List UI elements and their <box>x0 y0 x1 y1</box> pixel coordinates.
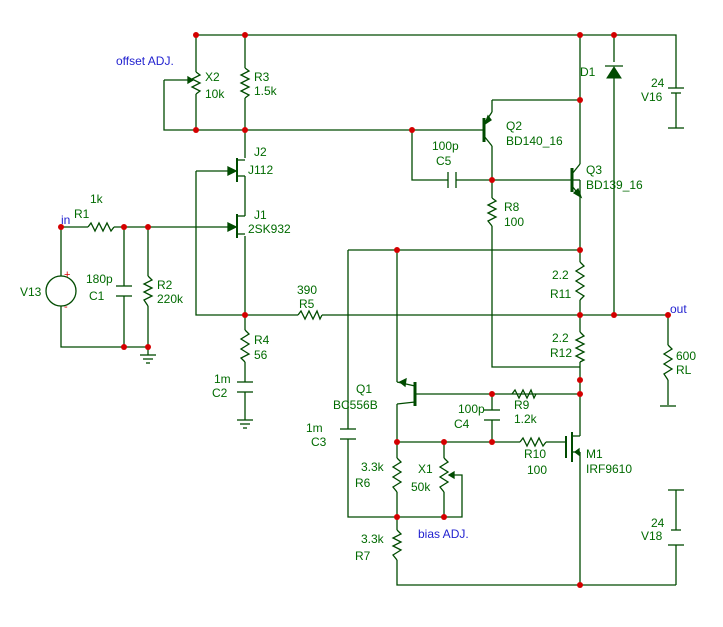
C4-ref: C4 <box>454 417 470 431</box>
M1-ref: M1 <box>586 447 603 461</box>
resistor-R7 <box>391 529 403 561</box>
R2-ref: R2 <box>157 278 173 292</box>
R1-ref: R1 <box>74 207 90 221</box>
R2-value: 220k <box>157 292 184 306</box>
wires <box>60 34 677 586</box>
R1-value: 1k <box>90 192 104 206</box>
C5-value: 100p <box>432 139 459 153</box>
resistor-R8 <box>486 197 498 227</box>
R6-ref: R6 <box>355 476 371 490</box>
V18-ref: V18 <box>641 529 663 543</box>
C3-ref: C3 <box>311 435 327 449</box>
capacitor-C4 <box>484 409 500 421</box>
X1-value: 50k <box>411 480 431 494</box>
battery-V16 <box>668 80 684 129</box>
R9-ref: R9 <box>514 398 530 412</box>
J1-value: 2SK932 <box>248 222 291 236</box>
ground-symbol <box>140 354 156 364</box>
transistor-Q2 <box>482 100 493 147</box>
offset-adj-label: offset ADJ. <box>116 54 174 68</box>
R9-value: 1.2k <box>514 412 538 426</box>
plus-sign: + <box>64 269 70 281</box>
D1-ref: D1 <box>580 65 596 79</box>
in-net-label: in <box>61 213 70 227</box>
jfet-J1 <box>227 206 246 238</box>
resistor-R11 <box>574 261 586 301</box>
resistor-R9 <box>511 388 537 400</box>
out-net-label: out <box>670 302 687 316</box>
R12-ref: R12 <box>550 346 572 360</box>
RL-value: 600 <box>676 349 696 363</box>
Q2-value: BD140_16 <box>506 134 563 148</box>
resistor-RL <box>662 344 674 381</box>
resistor-R10 <box>519 436 547 448</box>
capacitor-C5 <box>447 172 457 188</box>
R10-value: 100 <box>527 463 547 477</box>
voltage-source-V13 <box>45 275 77 307</box>
V16-ref: V16 <box>641 90 663 104</box>
resistor-R4 <box>239 329 251 363</box>
J2-value: J112 <box>248 163 273 177</box>
X2-value: 10k <box>205 87 225 101</box>
R3-ref: R3 <box>254 70 270 84</box>
R11-value: 2.2 <box>552 268 569 282</box>
R7-ref: R7 <box>355 549 371 563</box>
R5-ref: R5 <box>299 297 315 311</box>
X2-ref: X2 <box>205 70 220 84</box>
C1-ref: C1 <box>89 289 105 303</box>
C1-value: 180p <box>86 272 113 286</box>
transistor-Q1 <box>396 377 417 406</box>
resistor-R5 <box>297 309 323 321</box>
R10-ref: R10 <box>524 447 546 461</box>
C5-ref: C5 <box>436 154 452 168</box>
potentiometer-X2 <box>187 71 202 95</box>
Q3-value: BD139_16 <box>586 178 643 192</box>
R12-value: 2.2 <box>552 331 569 345</box>
V16-value: 24 <box>651 76 665 90</box>
transistor-Q3 <box>570 100 583 199</box>
M1-value: IRF9610 <box>586 462 632 476</box>
X1-ref: X1 <box>418 462 433 476</box>
R7-value: 3.3k <box>361 532 385 546</box>
resistor-R6 <box>391 457 403 493</box>
resistor-R3 <box>239 67 251 99</box>
capacitor-C2 <box>237 381 253 393</box>
minus-sign: - <box>64 301 68 313</box>
jfet-J2 <box>227 158 245 182</box>
resistor-R12 <box>574 331 586 363</box>
J2-ref: J2 <box>254 145 267 159</box>
C2-value: 1m <box>214 372 231 386</box>
resistor-R1 <box>87 221 115 233</box>
R6-value: 3.3k <box>361 460 385 474</box>
battery-V18 <box>668 489 684 546</box>
R4-value: 56 <box>254 348 268 362</box>
V18-value: 24 <box>651 516 665 530</box>
junctions <box>58 32 671 588</box>
capacitor-C3 <box>340 428 356 440</box>
C2-ref: C2 <box>212 386 228 400</box>
R5-value: 390 <box>297 283 317 297</box>
R8-value: 100 <box>504 215 524 229</box>
Q3-ref: Q3 <box>586 163 602 177</box>
C3-value: 1m <box>306 421 323 435</box>
R11-ref: R11 <box>550 287 571 301</box>
ground-symbol <box>237 419 253 429</box>
RL-ref: RL <box>676 363 692 377</box>
Q1-ref: Q1 <box>356 382 372 396</box>
J1-ref: J1 <box>254 208 267 222</box>
V13-ref: V13 <box>20 285 42 299</box>
bias-adj-label: bias ADJ. <box>418 527 469 541</box>
diode-D1 <box>605 65 623 80</box>
mosfet-M1 <box>565 430 581 462</box>
Q2-ref: Q2 <box>506 119 522 133</box>
R4-ref: R4 <box>254 333 270 347</box>
capacitor-C1 <box>116 285 132 297</box>
C4-value: 100p <box>458 402 485 416</box>
Q1-value: BC556B <box>333 398 378 412</box>
potentiometer-X1 <box>438 457 455 493</box>
R8-ref: R8 <box>504 200 520 214</box>
resistor-R2 <box>142 275 154 307</box>
R3-value: 1.5k <box>254 84 278 98</box>
